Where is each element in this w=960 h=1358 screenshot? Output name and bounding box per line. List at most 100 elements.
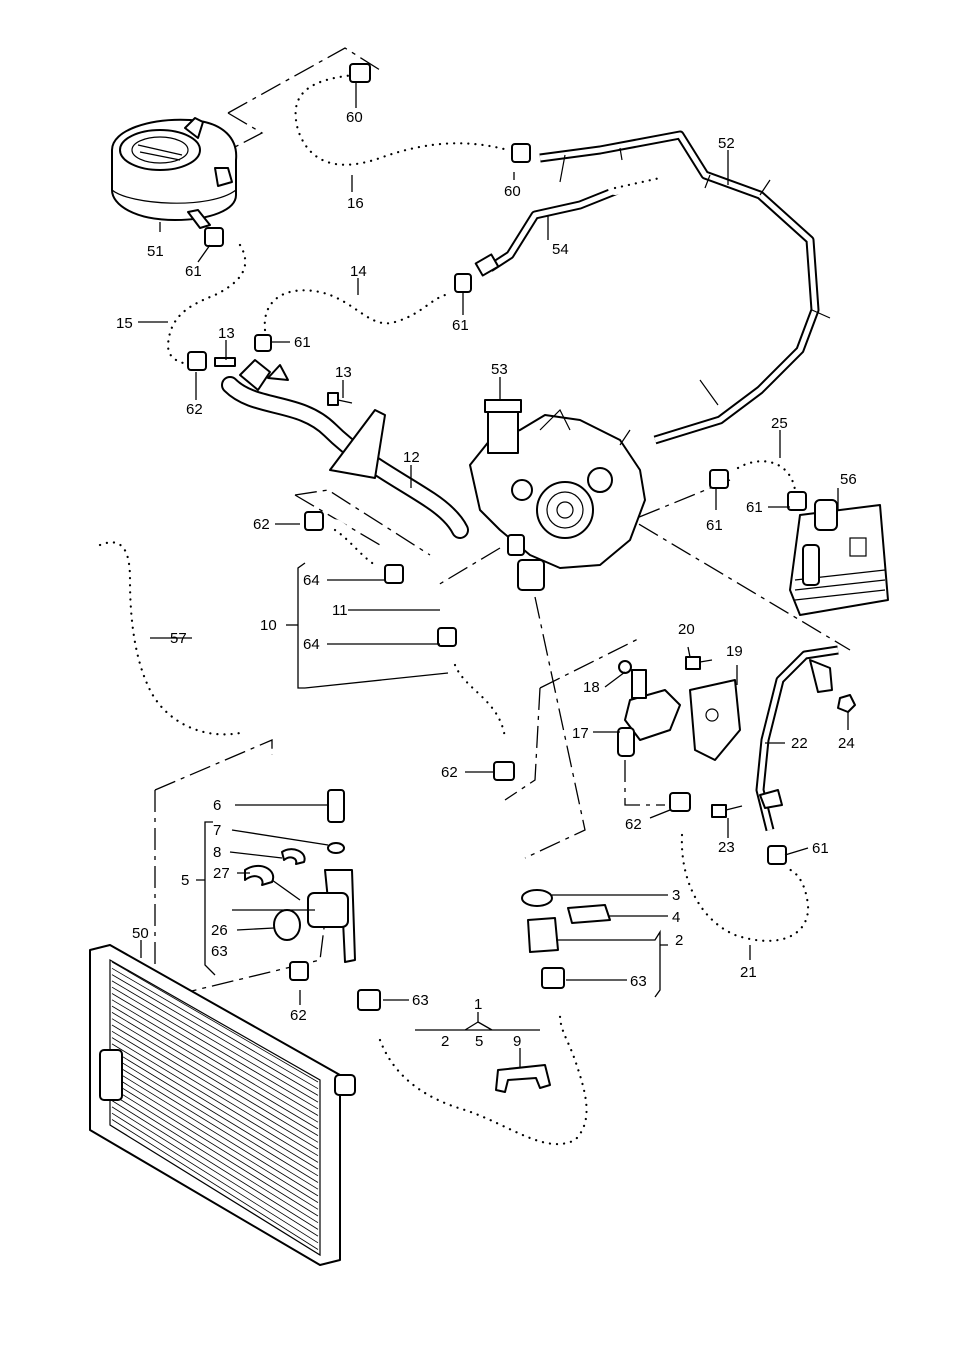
radiator-fin — [111, 1030, 319, 1157]
callout-27: 27 — [213, 865, 230, 882]
callout-8: 8 — [213, 844, 221, 861]
radiator-fin — [111, 1056, 319, 1183]
callout-61: 61 — [452, 317, 469, 334]
radiator-fin — [111, 1119, 319, 1250]
radiator-fin — [111, 1075, 319, 1203]
callout-16: 16 — [347, 195, 364, 212]
callout-13: 13 — [218, 325, 235, 342]
hose-14 — [254, 279, 456, 341]
callout-22: 22 — [791, 735, 808, 752]
radiator-fin — [111, 1068, 319, 1197]
callout-61: 61 — [706, 517, 723, 534]
callout-61: 61 — [294, 334, 311, 351]
callout-9: 9 — [513, 1033, 521, 1050]
callout-23: 23 — [718, 839, 735, 856]
radiator-fin — [111, 1081, 319, 1210]
callout-63: 63 — [630, 973, 647, 990]
radiator-fin — [111, 1100, 319, 1230]
hose-57 — [90, 532, 250, 745]
callout-60: 60 — [346, 109, 363, 126]
pipe-22 — [755, 645, 839, 832]
hose-16 — [284, 64, 519, 176]
leader-lines — [138, 82, 849, 1068]
callout-64: 64 — [303, 636, 320, 653]
radiator-fin — [111, 1012, 319, 1136]
callout-2: 2 — [441, 1033, 449, 1050]
callout-19: 19 — [726, 643, 743, 660]
callout-18: 18 — [583, 679, 600, 696]
callout-60: 60 — [504, 183, 521, 200]
callout-4: 4 — [672, 909, 680, 926]
callout-52: 52 — [718, 135, 735, 152]
radiator-fin — [111, 1024, 319, 1150]
oil-cooler — [789, 499, 889, 616]
callout-17: 17 — [572, 725, 589, 742]
callout-5: 5 — [181, 872, 189, 889]
radiator-fin — [111, 993, 319, 1116]
callout-62: 62 — [253, 516, 270, 533]
callout-53: 53 — [491, 361, 508, 378]
callout-5: 5 — [475, 1033, 483, 1050]
callout-13: 13 — [335, 364, 352, 381]
callout-6: 6 — [213, 797, 221, 814]
radiator-fin — [111, 974, 319, 1096]
callout-64: 64 — [303, 572, 320, 589]
radiator-fin — [111, 1005, 319, 1130]
radiator-fin — [111, 1087, 319, 1217]
callout-15: 15 — [116, 315, 133, 332]
bolts — [214, 357, 856, 818]
hose-lower-10 — [444, 654, 516, 749]
callout-57: 57 — [170, 630, 187, 647]
radiator-fin — [111, 1043, 319, 1170]
callout-62: 62 — [625, 816, 642, 833]
radiator-fin — [111, 1106, 319, 1237]
radiator-fin — [111, 1037, 319, 1163]
hose-lower-main — [368, 1003, 599, 1156]
callout-61: 61 — [185, 263, 202, 280]
hose-upper-62 — [324, 519, 386, 576]
callout-50: 50 — [132, 925, 149, 942]
radiator-fin — [111, 986, 319, 1110]
pipe-12 — [221, 359, 469, 539]
callout-26: 26 — [211, 922, 228, 939]
callout-51: 51 — [147, 243, 164, 260]
radiator-fin — [111, 1112, 319, 1244]
callout-56: 56 — [840, 471, 857, 488]
callout-14: 14 — [350, 263, 367, 280]
hose-clamps — [187, 63, 807, 1093]
callout-62: 62 — [290, 1007, 307, 1024]
pipe-52 — [539, 130, 831, 445]
callout-20: 20 — [678, 621, 695, 638]
callout-21: 21 — [740, 964, 757, 981]
radiator-fin — [111, 961, 319, 1083]
callout-25: 25 — [771, 415, 788, 432]
callout-7: 7 — [213, 822, 221, 839]
hose-25 — [728, 451, 805, 500]
callout-61: 61 — [746, 499, 763, 516]
callout-54: 54 — [552, 241, 569, 258]
radiator-fin — [111, 1049, 319, 1177]
callout-3: 3 — [672, 887, 680, 904]
connector-2 — [521, 889, 611, 953]
hose-15 — [157, 234, 256, 376]
callout-63: 63 — [412, 992, 429, 1009]
radiator-fin — [111, 980, 319, 1103]
expansion-tank — [111, 117, 238, 229]
callout-12: 12 — [403, 449, 420, 466]
callout-10: 10 — [260, 617, 277, 634]
radiator — [89, 944, 356, 1266]
callout-1: 1 — [474, 996, 482, 1013]
callout-2: 2 — [675, 932, 683, 949]
pump-thermostat-housing — [469, 399, 646, 591]
radiator-fin — [111, 967, 319, 1090]
radiator-fin — [111, 1093, 319, 1224]
callout-labels: 1 2 2 3 4 5 5 6 7 8 9 10 11 12 13 13 14 … — [116, 109, 857, 1050]
callout-24: 24 — [838, 735, 855, 752]
t-piece-assembly — [244, 789, 356, 963]
hose-21 — [672, 825, 818, 951]
callout-63: 63 — [211, 943, 228, 960]
callout-62: 62 — [441, 764, 458, 781]
radiator-fin — [111, 999, 319, 1123]
callout-62: 62 — [186, 401, 203, 418]
